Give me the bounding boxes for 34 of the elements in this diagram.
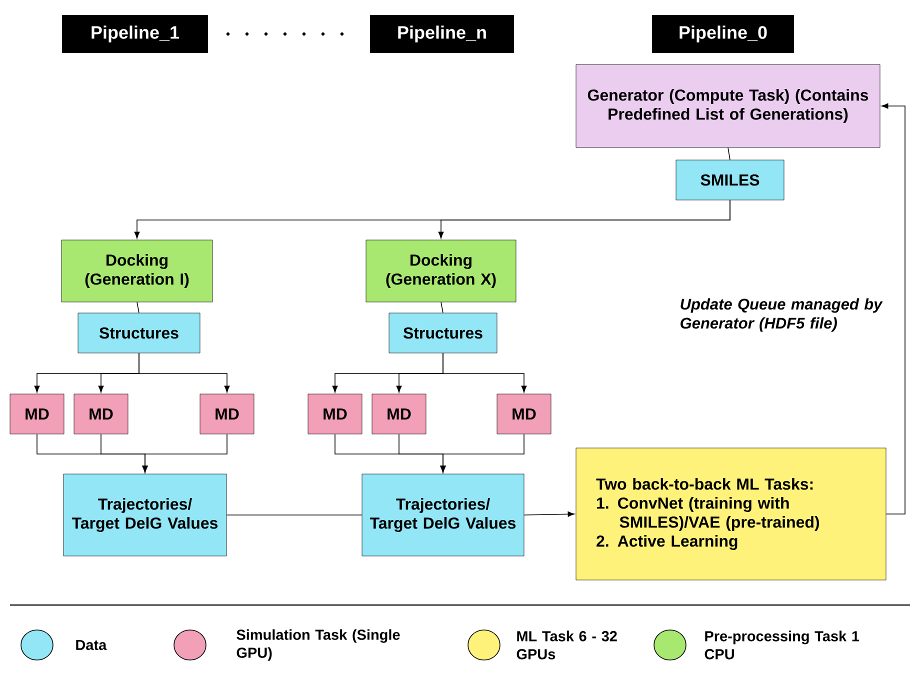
data-box: Trajectories/ Target DelG Values <box>63 474 227 556</box>
ml-task-box: Two back-to-back ML Tasks: 1. ConvNet (training with SMILES)/VAE (pre-trained) 2. Active Learning <box>576 448 886 580</box>
docking-box: Docking (Generation X) <box>366 240 516 302</box>
connector <box>881 103 906 514</box>
data-box: Trajectories/ Target DelG Values <box>362 474 524 556</box>
pipeline-tag: Pipeline_n <box>370 15 514 53</box>
connector <box>524 511 575 517</box>
connector <box>440 434 524 473</box>
connector <box>440 302 444 314</box>
connector <box>728 147 730 160</box>
legend-label: ML Task 6 - 32 GPUs <box>516 630 617 660</box>
legend-label: Data <box>76 640 107 650</box>
docking-box: Docking (Generation I) <box>61 240 213 302</box>
note-text: Update Queue managed by Generator (HDF5 file) <box>680 298 883 332</box>
pipeline-tag: Pipeline_0 <box>652 15 794 53</box>
connector <box>136 302 140 314</box>
md-box: MD <box>10 394 64 434</box>
md-box: MD <box>496 394 552 434</box>
data-box: SMILES <box>676 160 784 200</box>
data-box: Structures <box>388 312 498 354</box>
md-box: MD <box>372 394 426 434</box>
md-box: MD <box>74 394 128 434</box>
connector <box>142 434 228 473</box>
connector <box>442 352 527 393</box>
data-box: Structures <box>78 312 200 354</box>
legend-label: Pre-processing Task 1 CPU <box>704 630 860 660</box>
md-box: MD <box>308 394 362 434</box>
legend-label: Simulation Task (Single GPU) <box>236 629 400 661</box>
connector <box>438 200 730 239</box>
pipeline-tag: Pipeline_1 <box>62 15 208 53</box>
connector <box>138 352 230 393</box>
generator-box: Generator (Compute Task) (Contains Predefined List of Generations) <box>576 64 880 148</box>
connector <box>226 514 362 516</box>
md-box: MD <box>200 394 254 434</box>
